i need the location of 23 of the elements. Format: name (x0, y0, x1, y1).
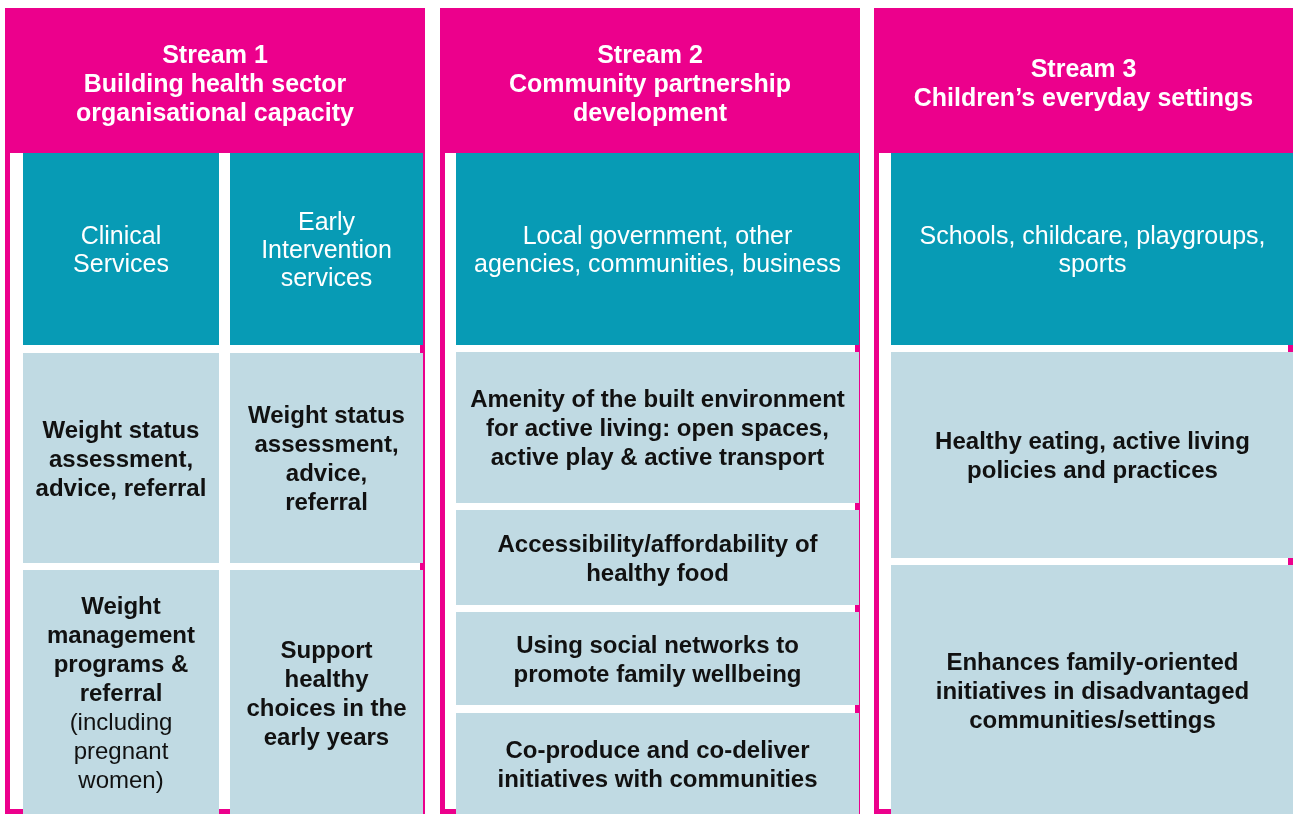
activity-box: Enhances family-oriented initiatives in disadvantaged communities/settings (891, 565, 1293, 814)
stream-panel (5, 8, 425, 814)
stream-panel (874, 8, 1293, 814)
category-box: Early Intervention services (230, 153, 423, 345)
category-box: Clinical Services (23, 153, 219, 345)
activity-box: Co-produce and co-deliver initiatives with communities (456, 713, 859, 814)
category-box: Schools, childcare, playgroups, sports (891, 153, 1293, 345)
stream-number: Stream 3 (1029, 54, 1138, 83)
stream-number: Stream 1 (161, 39, 269, 69)
activity-box: Support healthy choices in the early years (230, 570, 423, 814)
stream-title: Children’s everyday settings (912, 83, 1255, 112)
stream-title: Community partnership development (508, 68, 792, 127)
category-box: Local government, other agencies, communities, business (456, 153, 859, 345)
activity-box: Amenity of the built environment for active living: open spaces, active play & active transport (456, 352, 859, 503)
stream-title: Building health sector organisational capacity (75, 68, 355, 127)
stream-number: Stream 2 (596, 39, 704, 69)
activity-box: Using social networks to promote family wellbeing (456, 612, 859, 705)
activity-box: Accessibility/affordability of healthy food (456, 510, 859, 605)
activity-box: Weight management programs & referral (including pregnant women) (23, 570, 219, 814)
stream-panel (440, 8, 860, 814)
activity-box: Weight status assessment, advice, referral (230, 353, 423, 563)
activity-box: Weight status assessment, advice, referral (23, 353, 219, 563)
activity-box: Healthy eating, active living policies and practices (891, 352, 1293, 558)
